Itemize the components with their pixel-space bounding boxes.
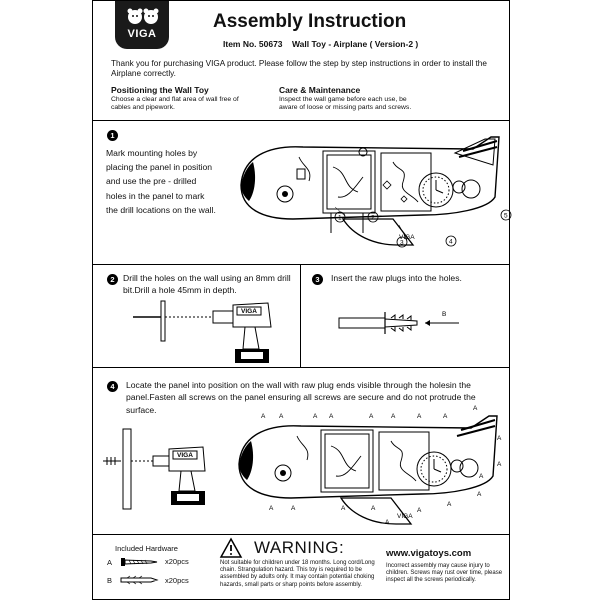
airplane-panel-step4: VIGA A A A A A A A A A A A A A A A A A A… <box>238 405 502 526</box>
svg-text:A: A <box>497 435 502 442</box>
step-3-text: Insert the raw plugs into the holes. <box>331 273 462 283</box>
step-2-text: Drill the holes on the wall using an 8mm… <box>123 273 291 296</box>
airplane-panel-step1: VIGA 1 3 4 5 2 <box>240 136 512 248</box>
divider <box>93 120 509 121</box>
page-title: Assembly Instruction <box>213 11 407 32</box>
hardware-item-b: B <box>107 576 113 585</box>
svg-text:A: A <box>371 505 376 512</box>
step-3-number: 3 <box>312 274 323 285</box>
instruction-sheet: VIGA Assembly Instruction Item No. 50673… <box>92 0 512 600</box>
divider <box>300 264 301 367</box>
warning-text: Not suitable for children under 18 month… <box>220 560 375 588</box>
divider <box>93 264 509 265</box>
svg-text:A: A <box>279 413 284 420</box>
step-1-number: 1 <box>107 130 118 141</box>
svg-text:A: A <box>391 413 396 420</box>
callout-b: B <box>442 311 446 318</box>
svg-text:A: A <box>417 413 422 420</box>
drill-illustration: VIGA <box>133 300 272 363</box>
warning-title: WARNING: <box>254 538 345 557</box>
screw-icon <box>121 558 158 566</box>
svg-text:A: A <box>473 405 478 412</box>
screw-callouts: A A A A A A A A A A A A A A A A A A A A <box>261 405 502 526</box>
step-4-text: Locate the panel into position on the wa… <box>126 380 476 415</box>
svg-text:A: A <box>329 413 334 420</box>
positioning-heading: Positioning the Wall Toy <box>111 85 209 95</box>
svg-text:A: A <box>417 507 422 514</box>
svg-text:A: A <box>479 473 484 480</box>
warning-icon <box>219 537 243 558</box>
hardware-item-a: A <box>107 558 113 567</box>
hardware-title: Included Hardware <box>115 544 178 553</box>
svg-text:A: A <box>369 413 374 420</box>
svg-text:A: A <box>291 505 296 512</box>
website-link[interactable]: www.vigatoys.com <box>386 548 472 559</box>
svg-text:A: A <box>477 491 482 498</box>
divider <box>93 367 509 368</box>
positioning-text: Choose a clear and flat area of wall fre… <box>111 96 239 112</box>
step-1-text: Mark mounting holes by placing the panel… <box>106 148 216 215</box>
website-note: Incorrect assembly may cause injury to c… <box>386 563 503 584</box>
step-2-number: 2 <box>107 274 118 285</box>
logo-brand: VIGA <box>127 28 157 40</box>
svg-text:A: A <box>313 413 318 420</box>
callout-2: 2 <box>371 215 375 222</box>
hardware-qty-a: x20pcs <box>165 557 189 566</box>
svg-text:A: A <box>341 505 346 512</box>
step-4-number: 4 <box>107 381 118 392</box>
divider <box>93 534 509 535</box>
callout-4: 4 <box>449 239 453 246</box>
drill-illustration-step4: VIGA <box>103 428 206 510</box>
drill-brand-2: VIGA <box>241 308 257 315</box>
raw-plug-icon <box>120 575 159 585</box>
svg-text:VIGA: VIGA <box>399 234 415 241</box>
callout-3: 3 <box>400 240 404 247</box>
svg-text:A: A <box>269 505 274 512</box>
care-heading: Care & Maintenance <box>279 85 361 95</box>
svg-text:A: A <box>261 413 266 420</box>
viga-logo: VIGA <box>115 1 169 49</box>
drill-brand-4: VIGA <box>177 452 193 459</box>
svg-text:A: A <box>443 413 448 420</box>
svg-text:A: A <box>497 461 502 468</box>
callout-5: 5 <box>504 213 508 220</box>
care-text: Inspect the wall game before each use, b… <box>279 96 412 112</box>
item-line: Item No. 50673 Wall Toy - Airplane ( Ver… <box>223 39 419 49</box>
callout-1: 1 <box>338 215 342 222</box>
intro-text: Thank you for purchasing VIGA product. P… <box>111 59 487 79</box>
bears-icon <box>127 8 159 24</box>
svg-text:A: A <box>447 501 452 508</box>
raw-plug-illustration: B <box>338 311 459 334</box>
svg-text:A: A <box>385 519 390 526</box>
svg-text:VIGA: VIGA <box>397 513 413 520</box>
hardware-qty-b: x20pcs <box>165 576 189 585</box>
